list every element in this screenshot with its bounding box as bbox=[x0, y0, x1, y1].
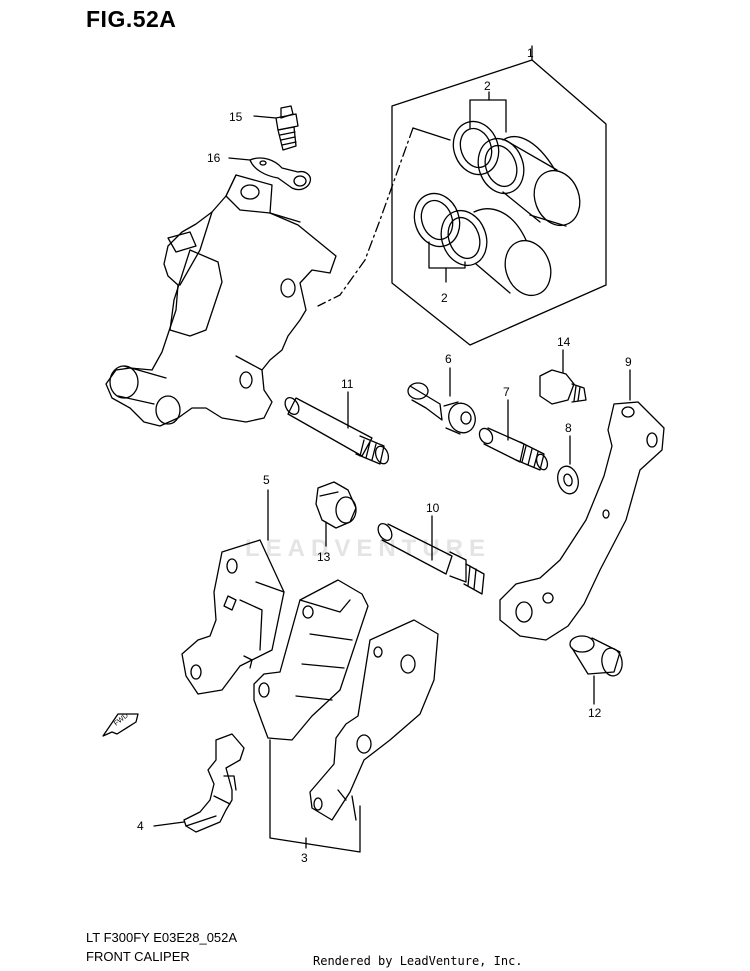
callout-4: 5 bbox=[263, 473, 270, 487]
part-12-boot[interactable]: 13 bbox=[315, 481, 357, 564]
callout-1: 1 bbox=[527, 46, 534, 60]
part-4-brake-pad[interactable]: 5 bbox=[181, 473, 285, 695]
part-8-washer[interactable]: 8 bbox=[555, 421, 582, 496]
part-7-bolt[interactable]: 7 bbox=[477, 385, 550, 471]
part-13-pin[interactable]: 11 bbox=[282, 377, 390, 466]
model-code: LT F300FY E03E28_052A bbox=[86, 930, 238, 945]
figure-caption: FRONT CALIPER bbox=[86, 949, 190, 964]
callout-6: 6 bbox=[445, 352, 452, 366]
callout-14: 15 bbox=[229, 110, 243, 124]
callout-16: 14 bbox=[557, 335, 571, 349]
part-14-bleeder-screw[interactable]: 15 bbox=[229, 105, 299, 151]
piston-seal-lower bbox=[413, 192, 488, 267]
piston-lower bbox=[473, 208, 552, 297]
piston-upper bbox=[502, 136, 581, 227]
part-6-bushing[interactable]: 6 bbox=[407, 352, 479, 437]
figure-title: FIG.52A bbox=[86, 6, 177, 32]
callout-10: 10 bbox=[426, 501, 440, 515]
caliper-body[interactable] bbox=[105, 174, 337, 427]
piston-seal-upper bbox=[452, 120, 525, 195]
fwd-arrow-icon: FWD bbox=[102, 712, 139, 737]
watermark: LEADVENTURE bbox=[245, 535, 492, 562]
callout-15: 16 bbox=[207, 151, 221, 165]
callout-9: 9 bbox=[625, 355, 632, 369]
part-11-bushing[interactable]: 12 bbox=[569, 635, 624, 720]
part-5-pad-spring[interactable]: 4 bbox=[137, 733, 245, 833]
part-15-bleeder-cap[interactable]: 16 bbox=[207, 151, 312, 191]
part-3-pad-set[interactable]: 3 bbox=[253, 579, 439, 865]
callout-7: 7 bbox=[503, 385, 510, 399]
part-16-bolt[interactable]: 14 bbox=[539, 335, 587, 405]
callout-8: 8 bbox=[565, 421, 572, 435]
part-9-caliper-holder[interactable]: 9 bbox=[499, 355, 665, 641]
part-1-piston-group[interactable]: 1 bbox=[317, 45, 607, 346]
callout-11: 12 bbox=[588, 706, 602, 720]
part-10-bolt[interactable]: 10 bbox=[375, 501, 485, 595]
callout-13: 11 bbox=[341, 377, 354, 391]
callout-3: 3 bbox=[301, 851, 308, 865]
callout-2-lower: 2 bbox=[441, 291, 448, 305]
callout-5: 4 bbox=[137, 819, 144, 833]
render-credit: Rendered by LeadVenture, Inc. bbox=[313, 954, 523, 968]
callout-2-upper: 2 bbox=[484, 79, 491, 93]
callout-12: 13 bbox=[317, 550, 331, 564]
